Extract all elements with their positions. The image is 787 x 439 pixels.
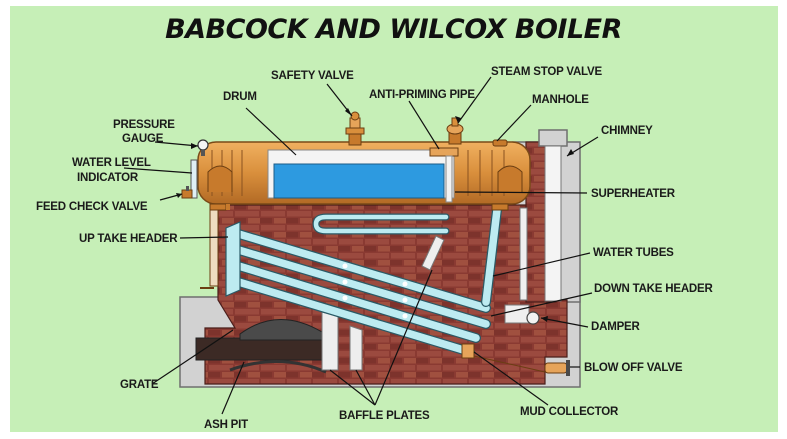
label-water-level: WATER LEVEL xyxy=(72,157,151,169)
pressure-gauge xyxy=(197,139,209,156)
label-down-take-header: DOWN TAKE HEADER xyxy=(594,283,713,295)
label-baffle-plates: BAFFLE PLATES xyxy=(339,410,430,422)
label-drum: DRUM xyxy=(223,91,257,103)
label-damper: DAMPER xyxy=(591,321,640,333)
leader-arrowheads xyxy=(176,108,574,322)
label-indicator: INDICATOR xyxy=(77,172,139,184)
drum xyxy=(197,141,531,211)
label-steam-stop-valve: STEAM STOP VALVE xyxy=(491,66,602,78)
label-anti-priming-pipe: ANTI-PRIMING PIPE xyxy=(369,89,475,101)
diagram-title: BABCOCK AND WILCOX BOILER xyxy=(165,14,622,45)
up-take-pipe xyxy=(200,209,219,289)
label-up-take-header: UP TAKE HEADER xyxy=(79,233,178,245)
label-feed-check-valve: FEED CHECK VALVE xyxy=(36,201,148,213)
label-mud-collector: MUD COLLECTOR xyxy=(520,406,619,418)
water-level-indicator xyxy=(190,159,198,199)
safety-valve xyxy=(345,111,365,146)
label-safety-valve: SAFETY VALVE xyxy=(271,70,354,82)
label-blow-off-valve: BLOW OFF VALVE xyxy=(584,362,683,374)
label-water-tubes: WATER TUBES xyxy=(593,247,674,259)
label-ash-pit: ASH PIT xyxy=(204,419,248,431)
mud-collector xyxy=(461,343,546,373)
manhole xyxy=(492,139,508,147)
down-pipes xyxy=(504,207,530,324)
steam-stop-valve xyxy=(446,117,464,145)
label-gauge: GAUGE xyxy=(122,133,164,145)
water-tubes xyxy=(225,205,502,357)
baffle-plates xyxy=(321,235,445,371)
label-chimney: CHIMNEY xyxy=(601,125,653,137)
label-manhole: MANHOLE xyxy=(532,94,589,106)
label-grate: GRATE xyxy=(120,379,159,391)
damper xyxy=(526,311,540,325)
anti-priming-pipe xyxy=(429,147,459,203)
label-pressure: PRESSURE xyxy=(113,119,175,131)
blow-off-valve xyxy=(544,360,570,376)
label-superheater: SUPERHEATER xyxy=(591,188,675,200)
